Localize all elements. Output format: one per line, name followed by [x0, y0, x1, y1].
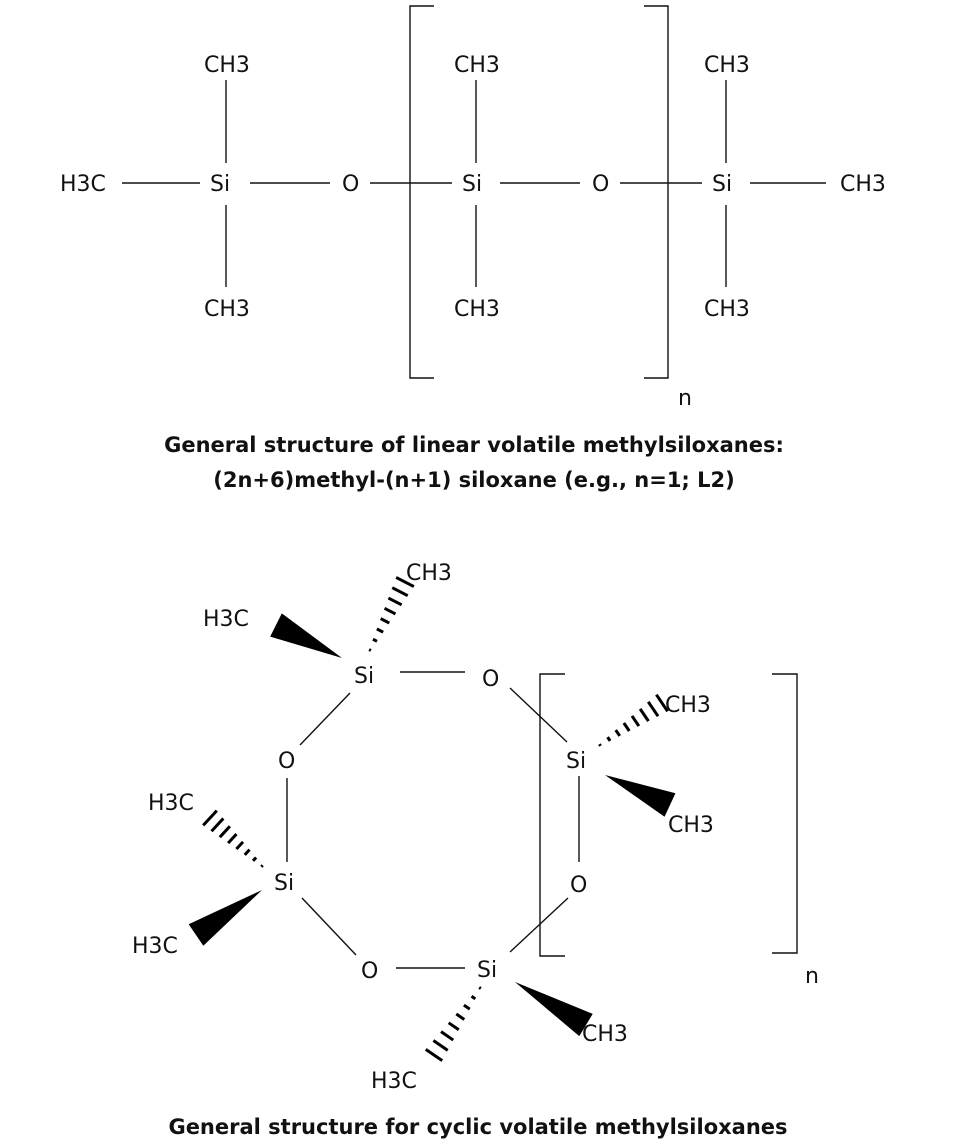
solid-wedge-bond: [188, 890, 262, 946]
atom-label: O: [278, 749, 295, 774]
hashed-wedge-bond: [424, 986, 482, 1062]
atom-label: Si: [210, 172, 230, 197]
cyclic-caption: General structure for cyclic volatile me…: [168, 1115, 787, 1139]
left-repeat-bracket: [409, 5, 434, 379]
linear-siloxane-structure: H3C Si CH3 CH3 O Si CH3 CH3 O Si CH3 CH3…: [60, 5, 886, 492]
atom-label: O: [361, 959, 378, 984]
hashed-wedge-bond: [598, 693, 669, 747]
atom-label: Si: [274, 871, 294, 896]
linear-caption-line1: General structure of linear volatile met…: [164, 433, 784, 457]
linear-bonds: [122, 80, 826, 287]
ring-bonds: [286, 671, 580, 969]
hashed-wedge-bond: [202, 809, 264, 868]
right-repeat-bracket: [772, 673, 798, 954]
atom-label: CH3: [665, 693, 711, 718]
atom-label: O: [482, 667, 499, 692]
atom-label: H3C: [371, 1069, 417, 1094]
linear-caption-line2: (2n+6)methyl-(n+1) siloxane (e.g., n=1; …: [213, 468, 734, 492]
solid-wedge-bond: [515, 982, 593, 1037]
cyclic-siloxane-structure: Si CH3 H3C O Si CH3 CH3 O Si CH3 H3C O S…: [132, 561, 819, 1139]
atom-label: CH3: [454, 297, 500, 322]
atom-label: CH3: [204, 297, 250, 322]
atom-label: H3C: [60, 172, 106, 197]
atom-label: O: [592, 172, 609, 197]
atom-label: Si: [354, 664, 374, 689]
solid-wedge-bond: [605, 775, 676, 817]
atom-label: CH3: [668, 813, 714, 838]
atom-label: O: [342, 172, 359, 197]
atom-label: CH3: [406, 561, 452, 586]
atom-label: H3C: [132, 934, 178, 959]
atom-label: CH3: [454, 53, 500, 78]
atom-label: CH3: [204, 53, 250, 78]
atom-label: CH3: [704, 297, 750, 322]
atom-label: H3C: [203, 607, 249, 632]
atom-label: Si: [462, 172, 482, 197]
stereo-wedges: [188, 576, 676, 1062]
atom-label: CH3: [704, 53, 750, 78]
solid-wedge-bond: [270, 613, 342, 658]
atom-label: CH3: [582, 1022, 628, 1047]
atom-label: CH3: [840, 172, 886, 197]
atom-label: O: [570, 873, 587, 898]
atom-label: Si: [712, 172, 732, 197]
left-repeat-bracket: [539, 673, 565, 957]
atom-label: H3C: [148, 791, 194, 816]
right-repeat-bracket: [644, 5, 669, 379]
atom-label: Si: [477, 958, 497, 983]
hashed-wedge-bond: [368, 576, 415, 652]
atom-label: Si: [566, 749, 586, 774]
repeat-subscript: n: [678, 386, 692, 411]
repeat-subscript: n: [805, 964, 819, 989]
